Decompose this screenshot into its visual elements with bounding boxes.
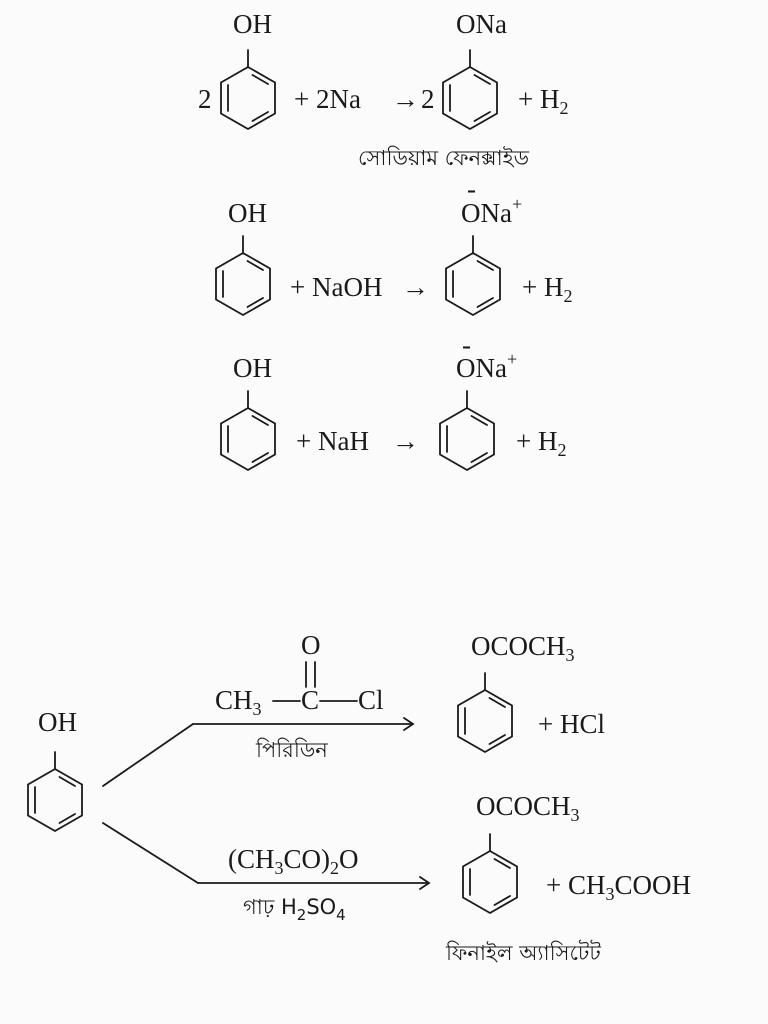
reaction-3: OH + NaH → ONa+ - + H2: [220, 330, 566, 471]
reaction-arrow: →: [392, 84, 419, 114]
condition-pyridine: পিরিডিন: [255, 738, 328, 762]
reaction-1: OH 2 + 2Na → 2 ONa + H2 সোডিয়াম ফেনক্সা…: [198, 9, 568, 170]
phenyl-acetate-ring: [457, 672, 513, 753]
acetic-acid-byproduct: + CH3COOH: [546, 870, 691, 904]
phenoxide-group: ONa+: [461, 194, 522, 228]
hydrogen-byproduct: + H2: [522, 272, 572, 306]
hydrogen-byproduct: + H2: [518, 84, 568, 118]
product-name-phenyl-acetate: ফিনাইল অ্যাসিটেট: [445, 940, 601, 965]
phenyl-acetate-ring: [462, 833, 518, 914]
reagent-sodium-hydride: + NaH: [296, 426, 369, 456]
phenoxide-ring: [445, 235, 501, 316]
hydroxyl-group: OH: [228, 198, 267, 228]
hydroxyl-group: OH: [233, 9, 272, 39]
negative-charge: -: [467, 174, 476, 204]
acetyl-chloride-methyl: CH3: [215, 685, 262, 719]
phenoxide-group: ONa: [456, 9, 507, 39]
phenol-ring: [27, 751, 83, 832]
reaction-2: OH + NaOH → ONa+ - + H2: [215, 174, 572, 316]
hydroxyl-group: OH: [233, 353, 272, 383]
product-name-sodium-phenoxide: সোডিয়াম ফেনক্সাইড: [358, 146, 530, 170]
phenoxide-ring: [442, 49, 498, 130]
reactant-coefficient: 2: [198, 84, 212, 114]
reaction-arrow: →: [392, 426, 419, 456]
hydrogen-chloride-byproduct: + HCl: [538, 709, 605, 739]
phenoxide-group: ONa+: [456, 349, 517, 383]
acetate-group: OCOCH3: [476, 791, 580, 825]
hydrogen-byproduct: + H2: [516, 426, 566, 460]
phenoxide-ring: [439, 390, 495, 471]
reagent-sodium-hydroxide: + NaOH: [290, 272, 382, 302]
negative-charge: -: [462, 330, 471, 360]
lower-arrow-head: [419, 876, 431, 890]
carbonyl-oxygen: O: [301, 630, 321, 660]
product-coefficient: 2: [421, 84, 435, 114]
phenol-ring: [220, 49, 276, 130]
upper-branch-line: [102, 723, 194, 787]
hydroxyl-group: OH: [38, 707, 77, 737]
reaction-arrow: →: [402, 272, 429, 302]
phenol-ring: [215, 235, 271, 316]
phenol-ring: [220, 390, 276, 471]
lower-branch-line: [102, 822, 199, 884]
acetic-anhydride: (CH3CO)2O: [228, 844, 359, 878]
condition-conc-sulfuric-acid: গাঢ় H2SO4: [243, 895, 346, 924]
acetate-group: OCOCH3: [471, 631, 575, 665]
carbonyl-carbon: C: [301, 685, 319, 715]
acetylation-scheme: OH CH3 C Cl O পিরিডিন OCOCH3 + HCl (CH3C…: [27, 630, 691, 965]
reagent-sodium: + 2Na: [294, 84, 361, 114]
chlorine-atom: Cl: [358, 685, 384, 715]
upper-arrow-head: [403, 717, 415, 731]
